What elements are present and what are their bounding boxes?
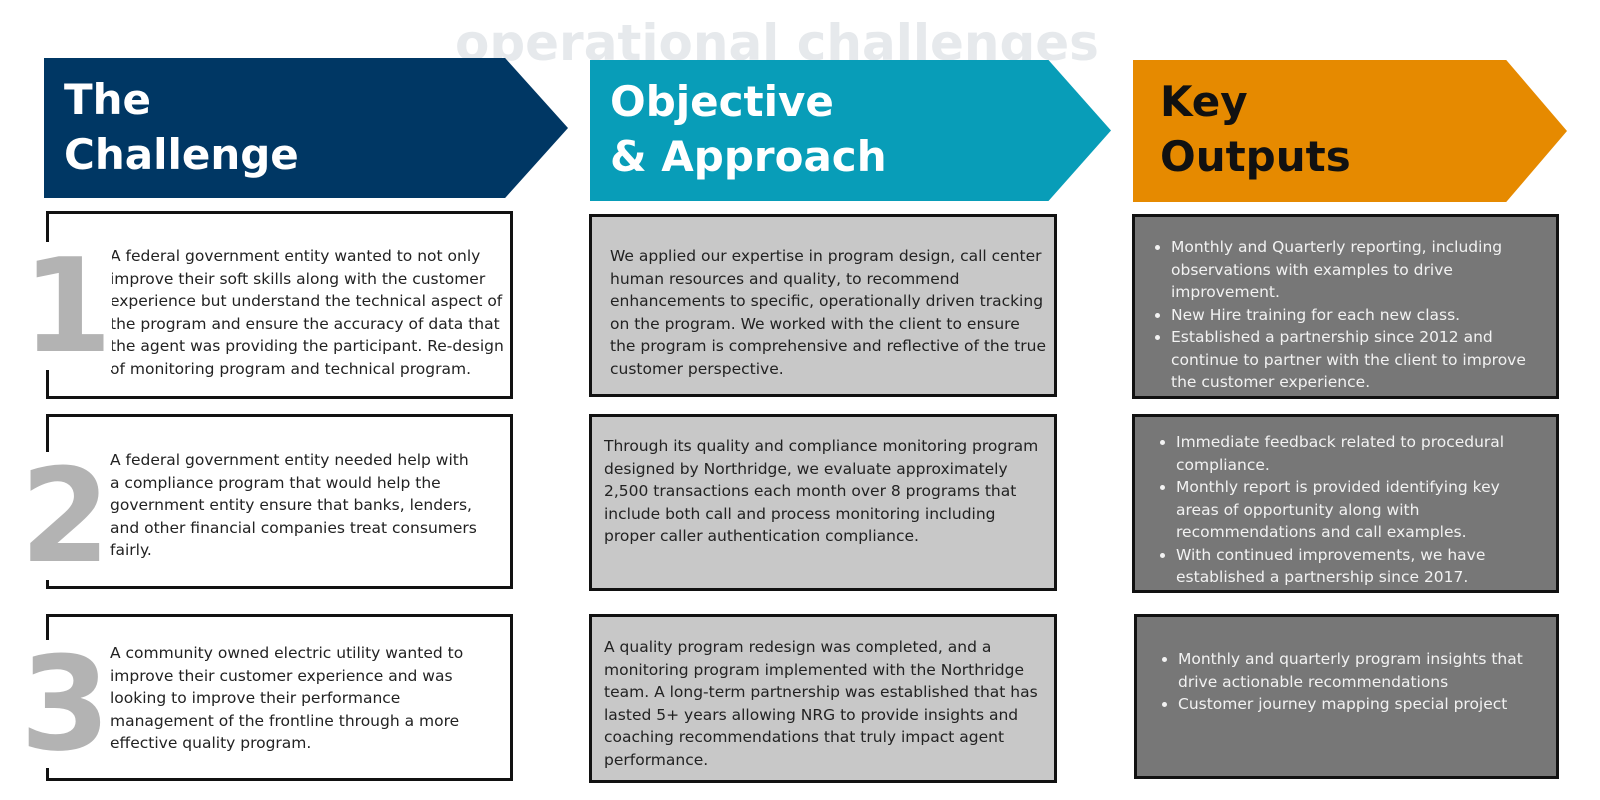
header-title: Objective & Approach xyxy=(610,77,887,181)
header-title: The Challenge xyxy=(64,75,299,179)
step-number: 2 xyxy=(20,440,111,592)
challenge-card: A community owned electric utility wante… xyxy=(46,614,513,781)
approach-card: A quality program redesign was completed… xyxy=(589,614,1057,783)
output-item: Established a partnership since 2012 and… xyxy=(1171,326,1551,394)
header-title: Key Outputs xyxy=(1160,77,1351,181)
approach-card: Through its quality and compliance monit… xyxy=(589,414,1057,591)
step-number: 3 xyxy=(20,628,111,780)
card-text: A quality program redesign was completed… xyxy=(604,638,1038,769)
header-objective: Objective & Approach xyxy=(590,60,1111,201)
output-item: Monthly and Quarterly reporting, includi… xyxy=(1171,236,1551,304)
approach-card: We applied our expertise in program desi… xyxy=(589,214,1057,397)
header-challenge: The Challenge xyxy=(44,58,568,198)
challenge-card: A federal government entity needed help … xyxy=(46,414,513,589)
card-text: A community owned electric utility wante… xyxy=(110,644,464,752)
step-number: 1 xyxy=(22,230,113,382)
output-item: New Hire training for each new class. xyxy=(1171,304,1551,327)
output-item: Immediate feedback related to procedural… xyxy=(1176,431,1546,476)
card-text: A federal government entity needed help … xyxy=(110,451,477,559)
output-item: Customer journey mapping special project xyxy=(1178,693,1558,716)
card-text: Through its quality and compliance monit… xyxy=(604,437,1039,545)
header-outputs: Key Outputs xyxy=(1133,60,1567,202)
card-text: A federal government entity wanted to no… xyxy=(110,247,504,378)
outputs-card: Monthly and quarterly program insights t… xyxy=(1134,614,1559,779)
output-item: Monthly report is provided identifying k… xyxy=(1176,476,1546,544)
output-item: Monthly and quarterly program insights t… xyxy=(1178,648,1558,693)
output-item: With continued improvements, we have est… xyxy=(1176,544,1546,589)
card-text: We applied our expertise in program desi… xyxy=(610,247,1047,378)
outputs-card: Immediate feedback related to procedural… xyxy=(1132,414,1559,593)
challenge-card: A federal government entity wanted to no… xyxy=(46,211,513,399)
outputs-card: Monthly and Quarterly reporting, includi… xyxy=(1132,214,1559,399)
